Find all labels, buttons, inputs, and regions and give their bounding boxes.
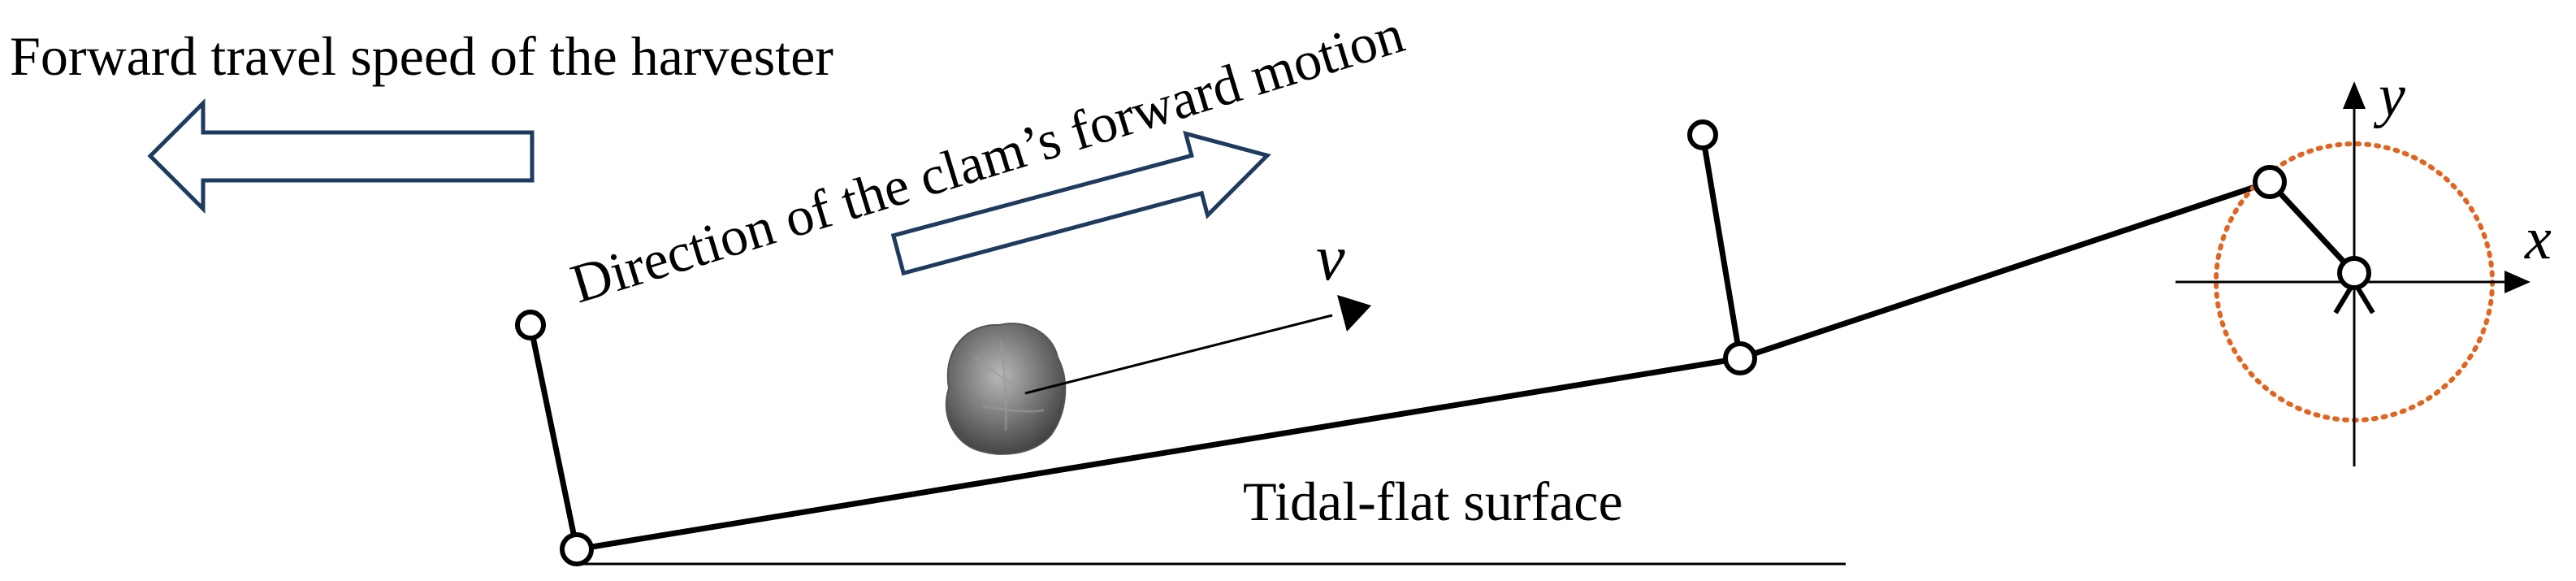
link-upper — [1738, 179, 2271, 362]
velocity-label: v — [1316, 223, 1345, 294]
harvester-speed-label: Forward travel speed of the harvester — [10, 25, 833, 87]
tidal-flat-surface-label: Tidal-flat surface — [1243, 470, 1623, 532]
joint-middle-top — [1687, 119, 1718, 150]
velocity-vector — [1024, 314, 1333, 395]
y-axis-label: y — [2373, 63, 2405, 129]
x-axis-arrowhead — [2505, 271, 2531, 293]
link-middle-vertical — [1699, 134, 1743, 359]
x-axis-label: x — [2524, 206, 2552, 272]
joint-left-top — [515, 310, 546, 340]
crank-link — [2267, 180, 2357, 275]
velocity-arrowhead — [1337, 295, 1371, 332]
joints — [515, 119, 2371, 566]
y-axis-arrowhead — [2343, 81, 2366, 109]
joint-middle — [1723, 341, 1757, 375]
link-bottom-long — [576, 355, 1741, 553]
link-left-vertical — [527, 324, 580, 550]
joint-crank-end — [2253, 165, 2287, 199]
linkage — [527, 134, 2357, 553]
joint-crank-center — [2337, 256, 2371, 290]
joint-left-bottom — [560, 532, 594, 566]
clam — [945, 323, 1067, 455]
clam-direction-arrow — [890, 130, 1271, 276]
harvester-direction-arrow — [147, 98, 535, 215]
